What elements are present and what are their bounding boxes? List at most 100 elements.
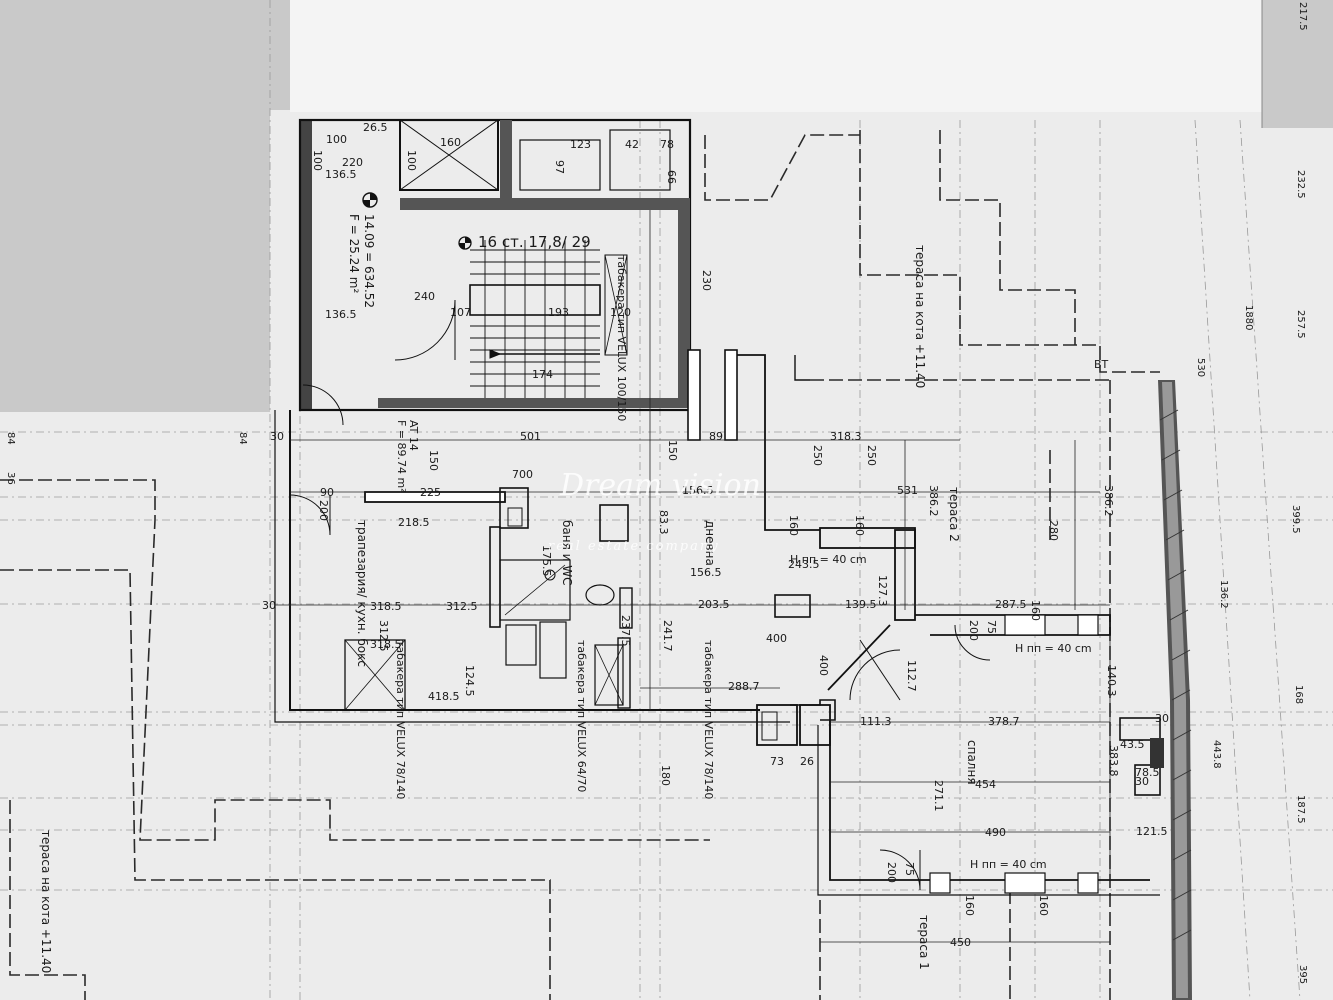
velux-label: табакера тип VELUX 64/70 <box>575 640 588 792</box>
dim-label: 78.5 <box>1135 766 1160 779</box>
dim-label: 450 <box>950 936 971 949</box>
dim-label: 318.5 <box>370 638 402 651</box>
dim-label: 454 <box>975 778 996 791</box>
dim-label: 121.5 <box>1136 825 1168 838</box>
dim-label: 220 <box>342 156 363 169</box>
dim-label: 230 <box>700 270 713 291</box>
dim-label: 78 <box>660 138 674 151</box>
stair-core-walls <box>298 118 692 412</box>
dim-label: 400 <box>817 655 830 676</box>
dim-label: 150 <box>666 440 679 461</box>
ruler-label: 36 <box>5 472 16 485</box>
roof-edge-hatch <box>1158 380 1192 1000</box>
dim-label: 280 <box>1047 520 1060 541</box>
dim-label: 287.5 <box>995 598 1027 611</box>
ruler-label: 168 <box>1293 685 1304 704</box>
dim-label: 30 <box>262 599 276 612</box>
dim-label: 89 <box>709 430 723 443</box>
room-label-terrace-left: тераса на кота +11.40 <box>39 830 53 973</box>
dim-label: 139.5 <box>845 598 877 611</box>
dim-label: 175.5 <box>540 545 553 577</box>
watermark-title: Dream vision <box>559 468 761 503</box>
dim-label: 140.3 <box>1105 665 1118 697</box>
dim-label: 107 <box>450 306 471 319</box>
velux-label: табакера тип VELUX 78/140 <box>394 640 407 799</box>
dim-label: 318.3 <box>830 430 862 443</box>
dim-label: 225 <box>420 486 441 499</box>
at-label: AT 14 <box>407 420 420 451</box>
dim-label: 531 <box>897 484 918 497</box>
dim-label: 241.7 <box>661 620 674 652</box>
dim-label: 501 <box>520 430 541 443</box>
area-label-stair: F = 25.24 m² <box>347 214 361 293</box>
dim-label: 700 <box>512 468 533 481</box>
dim-label: 120 <box>610 306 631 319</box>
ruler-label: 399.5 <box>1290 505 1301 534</box>
room-label-terrace-top: тераса на кота +11.40 <box>913 245 927 388</box>
dim-label: 160 <box>853 515 866 536</box>
right-ruler-labels: 217.5 232.5 257.5 1880 530 399.5 136.2 1… <box>1195 2 1308 984</box>
velux-label: табакера тип VELUX 78/140 <box>702 640 715 799</box>
dim-label: 90 <box>320 486 334 499</box>
dim-label: 160 <box>1037 895 1050 916</box>
ruler-label: 395 <box>1297 965 1308 984</box>
ruler-label: 257.5 <box>1295 310 1306 339</box>
dim-label: 123 <box>570 138 591 151</box>
room-label-terrace-1: тераса 1 <box>917 915 931 970</box>
left-ruler-labels: 84 84 36 <box>5 432 248 485</box>
room-label-bath: баня и WC <box>560 520 574 586</box>
dim-label: 200 <box>885 862 898 883</box>
dim-label: 318.5 <box>370 600 402 613</box>
dim-label: 75 <box>903 862 916 876</box>
dim-label: 156.5 <box>690 566 722 579</box>
dim-label: 127.3 <box>876 575 889 607</box>
sill-labels: H пп = 40 cm H пп = 40 cm H пп = 40 cm <box>790 553 1092 871</box>
dim-label: 200 <box>967 620 980 641</box>
dim-label: 66 <box>665 170 678 184</box>
dim-label: 180 <box>659 765 672 786</box>
room-label-terrace-2: тераса 2 <box>947 487 961 542</box>
dimension-labels-vertical: 100 100 97 66 230 150 150 250 250 386.2 … <box>311 150 1120 916</box>
dim-label: 30 <box>1135 775 1149 788</box>
ruler-label: 187.5 <box>1295 795 1306 824</box>
dim-label: 271.1 <box>932 780 945 812</box>
dim-label: 100 <box>405 150 418 171</box>
dim-label: 42 <box>625 138 639 151</box>
paper-top-strip <box>290 0 1262 112</box>
dimension-labels: 100 26.5 220 136.5 160 123 42 78 193 107… <box>262 121 1169 949</box>
dim-label: 136.5 <box>325 168 357 181</box>
dim-label: 83.3 <box>657 510 670 535</box>
dim-label: 111.3 <box>860 715 892 728</box>
dim-label: 203.5 <box>698 598 730 611</box>
dim-label: 100 <box>326 133 347 146</box>
dim-label: 136.5 <box>325 308 357 321</box>
ruler-label: 136.2 <box>1218 580 1229 609</box>
dim-label: 200 <box>317 500 330 521</box>
dim-label: 112.7 <box>905 660 918 692</box>
ruler-label: 84 <box>237 432 248 445</box>
dim-label: 400 <box>766 632 787 645</box>
dim-label: 312.5 <box>377 620 390 652</box>
room-labels: тераса на кота +11.40 тераса 2 трапезари… <box>39 245 979 973</box>
apartment-walls <box>274 349 1164 896</box>
ruler-label: 217.5 <box>1297 2 1308 31</box>
dimension-lines <box>275 210 1111 943</box>
level-label: 14.09 = 634.52 <box>362 214 376 308</box>
ruler-label: 84 <box>5 432 16 445</box>
dim-label: 160 <box>787 515 800 536</box>
dim-label: 26 <box>800 755 814 768</box>
dim-label: 386.2 <box>1102 485 1115 517</box>
sill-height-label: H пп = 40 cm <box>790 553 867 566</box>
ruler-label: 1880 <box>1243 305 1254 330</box>
ruler-label: 232.5 <box>1295 170 1306 199</box>
dim-label: 383.8 <box>1107 745 1120 777</box>
room-label-bedroom: спалня <box>965 740 979 785</box>
dim-label: 250 <box>811 445 824 466</box>
dim-label: 30 <box>270 430 284 443</box>
room-label-living: дневна <box>703 520 717 566</box>
dim-label: 156.5 <box>682 484 714 497</box>
dim-label: 237.5 <box>619 615 632 647</box>
